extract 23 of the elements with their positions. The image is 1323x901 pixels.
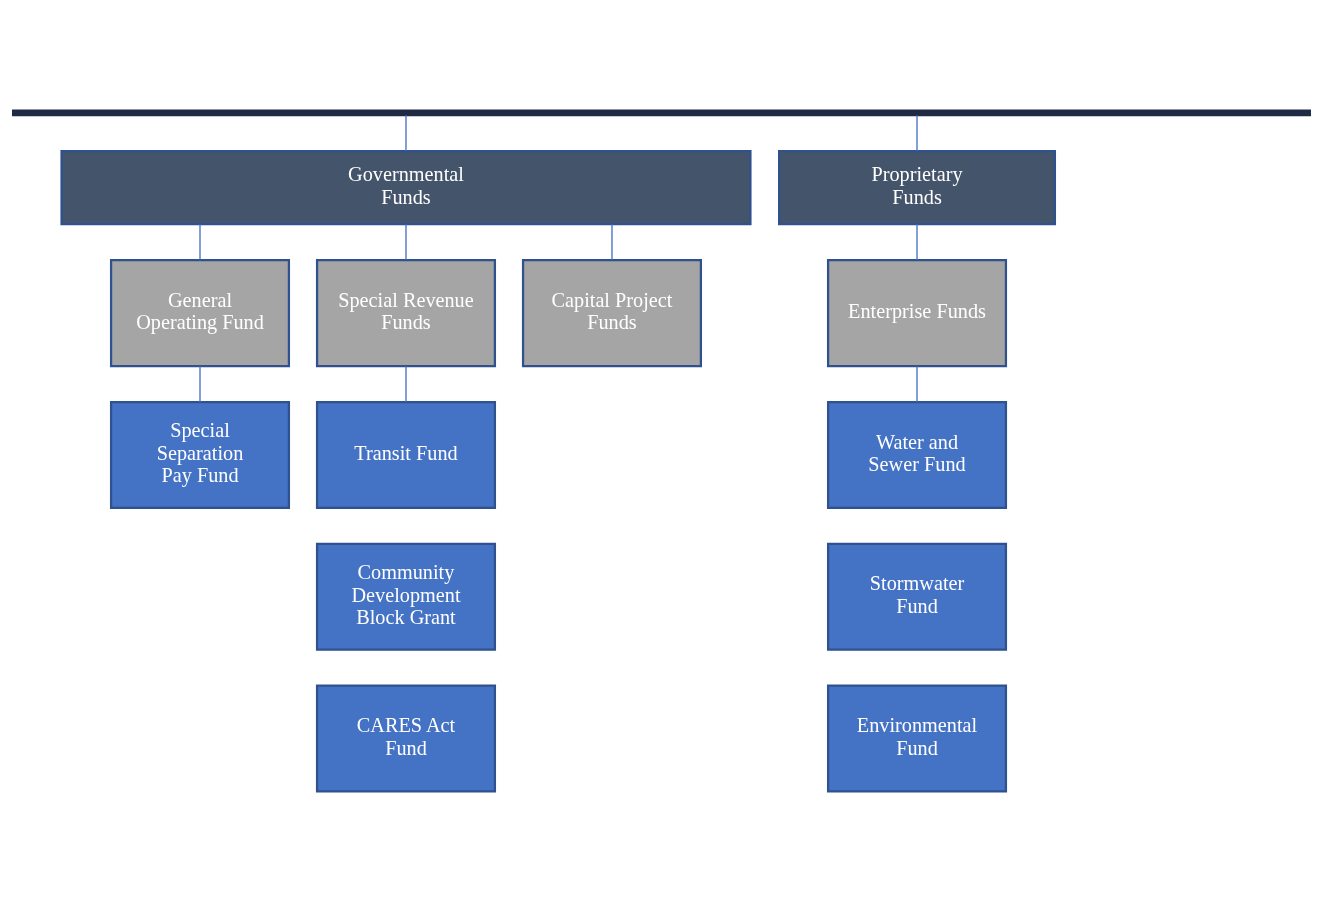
- connector: [405, 223, 407, 261]
- connector: [405, 365, 407, 403]
- connector: [199, 223, 201, 261]
- connector: [405, 114, 407, 152]
- connector: [916, 114, 918, 152]
- node-box: General Operating Fund: [109, 258, 291, 367]
- node-box: CARES Act Fund: [315, 684, 497, 793]
- node-box: Proprietary Funds: [778, 149, 1057, 225]
- node-box: Transit Fund: [315, 400, 497, 509]
- node-box: Environmental Fund: [826, 684, 1008, 793]
- node-box: Enterprise Funds: [826, 258, 1008, 367]
- node-box: Capital Project Funds: [521, 258, 703, 367]
- node-box: Special Separation Pay Fund: [109, 400, 291, 509]
- connector: [916, 223, 918, 261]
- node-box: Community Development Block Grant: [315, 542, 497, 651]
- node-box: Water and Sewer Fund: [826, 400, 1008, 509]
- connector: [199, 365, 201, 403]
- node-box: Governmental Funds: [60, 149, 752, 225]
- node-box: Stormwater Fund: [826, 542, 1008, 651]
- connector: [916, 365, 918, 403]
- node-bar: [12, 108, 1311, 116]
- connector: [611, 223, 613, 261]
- node-box: Special Revenue Funds: [315, 258, 497, 367]
